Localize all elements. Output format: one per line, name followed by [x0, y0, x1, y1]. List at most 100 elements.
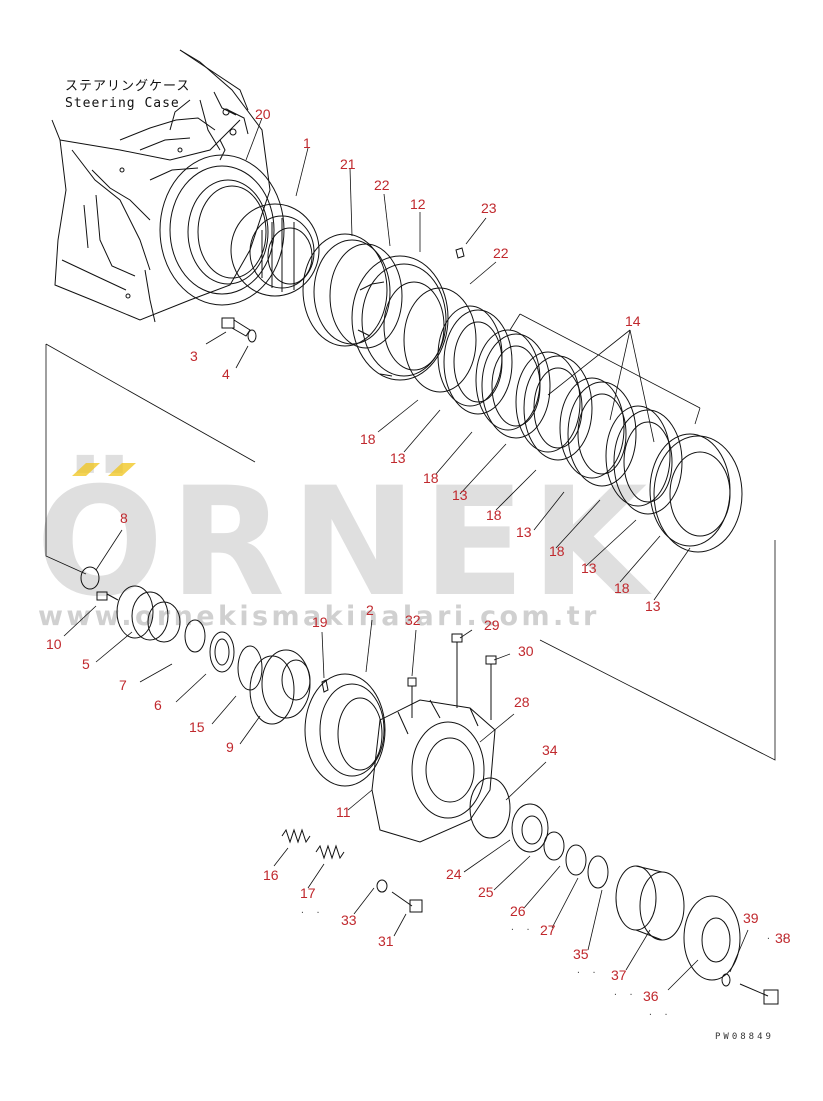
callout-39: 39: [743, 910, 759, 926]
callout-13-b: 13: [452, 487, 468, 503]
callout-15: 15: [189, 719, 205, 735]
callout-28: 28: [514, 694, 530, 710]
callout-22: 22: [374, 177, 390, 193]
dot-mark: · ·: [613, 990, 637, 999]
part-20-housing: [159, 154, 285, 306]
part-28-housing: [371, 699, 496, 843]
callout-22-b: 22: [493, 245, 509, 261]
callout-24: 24: [446, 866, 462, 882]
part-6-bearing: [209, 631, 235, 673]
part-9-hub: [249, 649, 311, 725]
part-36-cover: [683, 895, 741, 981]
callout-16: 16: [263, 867, 279, 883]
callout-13-a: 13: [390, 450, 406, 466]
callout-1: 1: [303, 135, 311, 151]
callout-9: 9: [226, 739, 234, 755]
callout-13-e: 13: [645, 598, 661, 614]
callout-14: 14: [625, 313, 641, 329]
callout-29: 29: [484, 617, 500, 633]
bolt-38: [739, 983, 779, 1005]
part-10-bolt: [96, 591, 119, 601]
steering-case-label-en: Steering Case: [65, 96, 180, 111]
part-5-coupling: [116, 585, 181, 643]
callout-33: 33: [341, 912, 357, 928]
part-1-cage: [230, 203, 320, 297]
callout-32: 32: [405, 612, 421, 628]
callout-4: 4: [222, 366, 230, 382]
dot-mark: · ·: [300, 908, 324, 917]
dot-mark: · ·: [510, 925, 534, 934]
watermark-accent-left: [72, 463, 100, 476]
dot-mark: · ·: [576, 968, 600, 977]
spring-17: [315, 844, 345, 860]
callout-18-b: 18: [423, 470, 439, 486]
callout-8: 8: [120, 510, 128, 526]
watermark-brand: ÖRNEK: [36, 456, 654, 630]
callout-10: 10: [46, 636, 62, 652]
callout-6: 6: [154, 697, 162, 713]
callout-25: 25: [478, 884, 494, 900]
seal-7: [184, 619, 206, 653]
drawing-code: PW08849: [715, 1032, 774, 1042]
bolt-3: [221, 317, 251, 337]
bolt-29: [451, 633, 463, 708]
callout-17: 17: [300, 885, 316, 901]
leader-lines: [63, 117, 749, 991]
callout-11: 11: [336, 804, 351, 820]
ring-26: [543, 831, 565, 861]
assembly-lines: [45, 313, 776, 761]
clutch-disc-stack: [437, 305, 743, 553]
callout-18-d: 18: [549, 543, 565, 559]
washer-33: [376, 879, 388, 893]
callout-23: 23: [481, 200, 497, 216]
o-ring-34: [469, 777, 511, 839]
o-ring-8: [80, 566, 100, 590]
bolt-31: [391, 891, 423, 913]
callout-7: 7: [119, 677, 127, 693]
callout-31: 31: [378, 933, 394, 949]
washer-39: [721, 973, 731, 987]
bolt-30: [485, 655, 497, 720]
callout-27: 27: [540, 922, 556, 938]
callout-26: 26: [510, 903, 526, 919]
watermark-accent-right: [108, 463, 136, 476]
watermark-accent: [72, 463, 136, 476]
parts-21-22-rings: [302, 233, 403, 349]
callout-21: 21: [340, 156, 356, 172]
part-37-drum: [615, 865, 685, 941]
watermark-url: www.ornekismakinalari.com.tr: [38, 601, 600, 632]
callout-38: 38: [775, 930, 791, 946]
callout-13-c: 13: [516, 524, 532, 540]
callout-18-c: 18: [486, 507, 502, 523]
callout-5: 5: [82, 656, 90, 672]
washer-4: [247, 329, 257, 343]
part-12-carrier: [351, 255, 449, 381]
steering-case-label-jp: ステアリングケース: [65, 79, 191, 94]
callout-36: 36: [643, 988, 659, 1004]
callout-20: 20: [255, 106, 271, 122]
snap-ring-35: [587, 855, 609, 889]
dot-mark: · ·: [648, 1010, 672, 1019]
callout-37: 37: [611, 967, 627, 983]
snap-ring-27: [565, 844, 587, 876]
callout-19: 19: [312, 614, 328, 630]
spring-16: [281, 828, 311, 844]
callout-3: 3: [190, 348, 198, 364]
part-2-piston: [304, 673, 386, 787]
callout-12: 12: [410, 196, 426, 212]
callout-13-d: 13: [581, 560, 597, 576]
callout-2: 2: [366, 602, 374, 618]
callout-35: 35: [573, 946, 589, 962]
part-22-ring-b: [403, 287, 477, 393]
dot-mark: · ·: [766, 934, 790, 943]
pin-19: [321, 679, 329, 693]
callout-18-e: 18: [614, 580, 630, 596]
callout-18-a: 18: [360, 431, 376, 447]
part-25-bearing: [511, 803, 549, 853]
plug-32: [407, 677, 417, 718]
callout-30: 30: [518, 643, 534, 659]
pin-23: [455, 247, 465, 259]
steering-case: [51, 49, 271, 323]
